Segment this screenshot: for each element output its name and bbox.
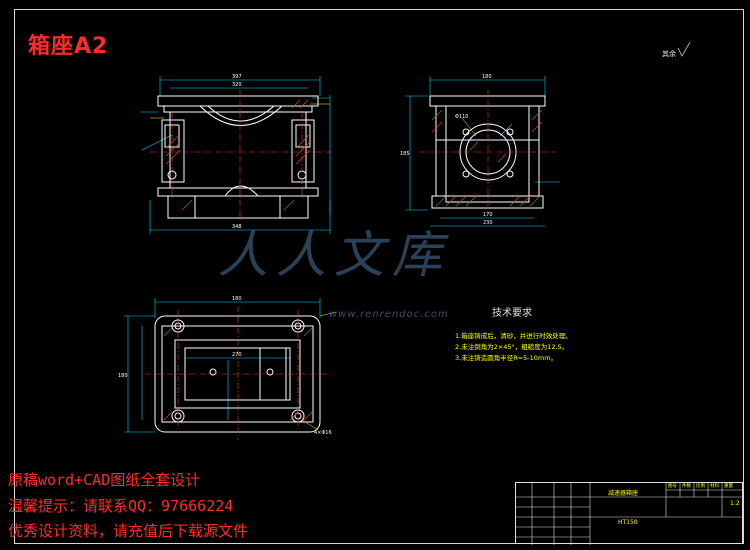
promo-line-1: 原稿word+CAD图纸全套设计 bbox=[8, 471, 201, 489]
front-view: 397 320 348 bbox=[140, 74, 334, 234]
title-block-header-2: 件数 bbox=[682, 484, 691, 489]
title-block-grid bbox=[516, 483, 744, 545]
plan-dim-mid: 270 bbox=[232, 352, 242, 358]
promo-line-3: 优秀设计资料，请充值后下载源文件 bbox=[8, 522, 249, 540]
drawing-border bbox=[14, 9, 744, 544]
roughness-symbol bbox=[677, 41, 691, 57]
watermark-logo: 人人文库 bbox=[218, 226, 450, 284]
front-dim-top: 397 bbox=[232, 74, 242, 80]
drawing-title: 箱座A2 bbox=[28, 34, 109, 59]
plan-view: 180 270 180 4×Φ16 bbox=[118, 296, 337, 440]
front-dim-bottom: 348 bbox=[232, 224, 242, 230]
technical-requirement-item: 2.未注倒角为2×45°，粗糙度为12.5。 bbox=[455, 343, 569, 351]
title-block-header-1: 图号 bbox=[668, 484, 677, 489]
promo-line-2: 温馨提示：请联系QQ：97666224 bbox=[8, 497, 234, 515]
side-view: 180 170 230 185 Φ110 bbox=[400, 74, 560, 227]
title-block-material: HT150 bbox=[618, 519, 638, 526]
technical-requirement-item: 1.箱座铸成后，清砂，并进行时效处理。 bbox=[455, 332, 572, 340]
side-dim-height: 185 bbox=[400, 151, 410, 157]
side-dim-bore: Φ110 bbox=[455, 114, 468, 120]
side-dim-bottom: 170 bbox=[483, 212, 493, 218]
title-block-header-3: 比例 bbox=[696, 484, 705, 489]
watermark-url: www.renrendoc.com bbox=[329, 309, 449, 320]
plan-dim-hole: 4×Φ16 bbox=[314, 430, 332, 436]
side-dim-bottom2: 230 bbox=[483, 220, 493, 226]
title-block-scale: 1:2 bbox=[730, 500, 740, 507]
title-block-part-name: 减速器箱座 bbox=[608, 490, 639, 497]
plan-dim-top: 180 bbox=[232, 296, 242, 302]
front-dim-top2: 320 bbox=[232, 82, 242, 88]
plan-dim-left: 180 bbox=[118, 373, 128, 379]
title-block-header-4: 材料 bbox=[710, 484, 719, 489]
side-dim-top: 180 bbox=[482, 74, 492, 80]
title-block: 减速器箱座 HT150 1:2 图号 件数 比例 材料 重量 bbox=[515, 482, 744, 545]
technical-requirements-heading: 技术要求 bbox=[492, 308, 532, 319]
technical-requirements-list: 1.箱座铸成后，清砂，并进行时效处理。 2.未注倒角为2×45°，粗糙度为12.… bbox=[455, 331, 572, 364]
technical-requirement-item: 3.未注铸造圆角半径R=5-10mm。 bbox=[455, 354, 558, 362]
roughness-note: 其余 bbox=[662, 50, 676, 58]
title-block-header-5: 重量 bbox=[724, 484, 733, 489]
